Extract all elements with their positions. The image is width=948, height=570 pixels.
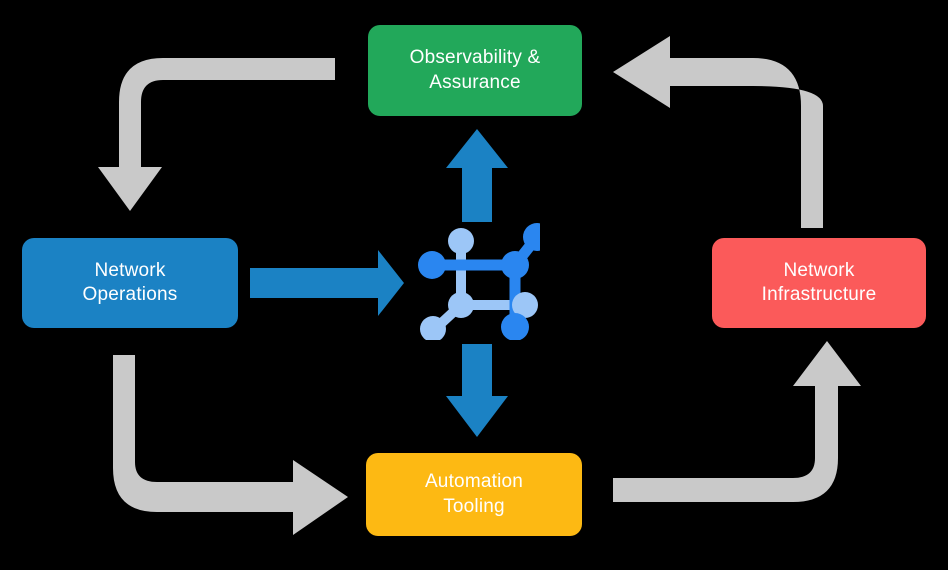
network-mesh-icon-svg bbox=[418, 223, 551, 342]
flow-arrow-center-to-automation bbox=[446, 344, 508, 437]
cycle-arrow-operations-to-automation bbox=[113, 355, 348, 535]
flow-arrow-center-to-observability bbox=[446, 129, 508, 222]
cycle-arrow-observability-to-operations bbox=[98, 58, 335, 211]
box-observability-label: Observability & Assurance bbox=[409, 47, 541, 93]
box-network-operations-label: Network Operations bbox=[82, 259, 178, 305]
box-network-infrastructure[interactable]: Network Infrastructure bbox=[712, 238, 926, 328]
network-mesh-icon bbox=[415, 215, 551, 342]
box-observability-assurance[interactable]: Observability & Assurance bbox=[368, 25, 582, 116]
box-network-infrastructure-label: Network Infrastructure bbox=[761, 259, 877, 305]
flow-arrow-operations-to-center bbox=[250, 250, 404, 316]
box-automation-tooling-label: Automation Tooling bbox=[424, 471, 524, 517]
box-network-operations[interactable]: Network Operations bbox=[22, 238, 238, 328]
cycle-arrow-automation-to-infrastructure bbox=[613, 341, 861, 502]
cycle-arrow-infrastructure-to-observability bbox=[613, 36, 823, 228]
box-automation-tooling[interactable]: Automation Tooling bbox=[366, 453, 582, 536]
